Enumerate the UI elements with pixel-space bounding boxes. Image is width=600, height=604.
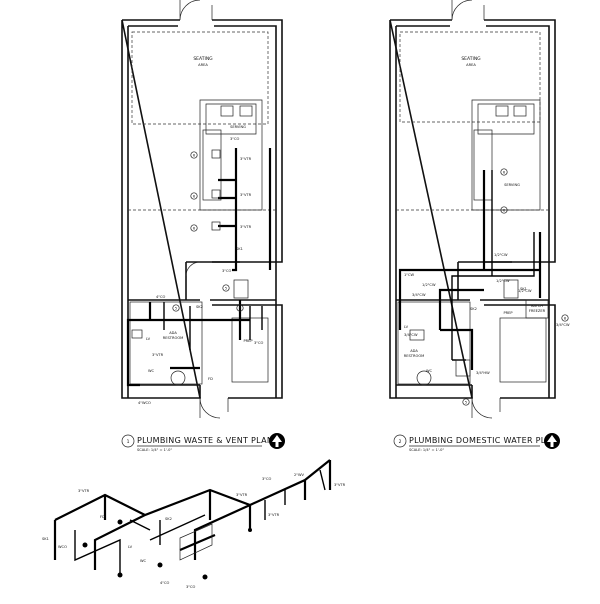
svg-text:1"CW: 1"CW [404,273,414,277]
plan2-room-seating: SEATING [461,56,481,62]
plan1-north-arrow-icon [269,433,285,449]
plan2-wc-fixture [416,370,432,386]
svg-text:WC: WC [148,369,155,373]
svg-text:3/4"CW: 3/4"CW [412,293,426,297]
svg-text:RESTROOM: RESTROOM [163,336,184,340]
plan2-north-arrow-icon [544,433,560,449]
svg-text:WC: WC [140,559,147,563]
svg-text:8: 8 [564,317,567,321]
svg-text:SK2: SK2 [165,517,172,521]
svg-text:5: 5 [175,307,177,311]
svg-text:RESTROOM: RESTROOM [404,354,425,358]
svg-text:3"VTR: 3"VTR [334,483,346,487]
svg-text:SK2: SK2 [470,307,477,311]
svg-text:6: 6 [503,209,506,213]
plan-1-waste-vent: SEATING AREA SERVING ADA RESTROOM PREP [121,0,285,452]
plan2-room-restroom: ADA [410,349,418,353]
plan1-lv-fixture [131,329,143,339]
iso-main-waste-line [53,459,332,570]
svg-text:SK1: SK1 [520,287,527,291]
svg-text:AREA: AREA [198,63,208,67]
svg-text:1/2"CW: 1/2"CW [422,283,436,287]
plan2-scale: SCALE: 1/4" = 1'-0" [409,448,444,452]
plan1-room-seating: SEATING [193,56,213,62]
svg-text:3"VTR: 3"VTR [268,513,280,517]
plan2-callout-circle-icon: 6 6 8 5 [462,168,569,406]
plan2-title: PLUMBING DOMESTIC WATER PLAN [409,436,558,445]
svg-text:3/4"CW: 3/4"CW [556,323,570,327]
svg-text:WCO: WCO [58,545,67,549]
svg-text:LV: LV [146,337,151,341]
svg-text:FD: FD [208,377,213,381]
svg-text:2: 2 [399,439,402,445]
svg-text:WC: WC [426,369,433,373]
svg-text:3"VTR: 3"VTR [78,489,90,493]
plan1-title: PLUMBING WASTE & VENT PLAN [137,436,273,445]
plan2-cold-water-pipe [398,170,542,370]
svg-text:SK1: SK1 [42,537,49,541]
plan1-door-swing-icon [179,0,201,21]
plan2-outer-wall [389,19,556,399]
svg-text:3"CO: 3"CO [230,137,239,141]
svg-text:4"CO: 4"CO [160,581,169,585]
plan1-room-restroom: ADA [169,331,177,335]
svg-text:SK1: SK1 [236,247,243,251]
plan2-hot-water-pipe [451,170,535,361]
svg-text:BATCH: BATCH [531,304,543,308]
svg-text:AREA: AREA [466,63,476,67]
svg-text:3/4"CW: 3/4"CW [404,333,418,337]
svg-text:5: 5 [239,307,241,311]
svg-text:LV: LV [128,545,133,549]
plan1-title-number-circle [121,434,135,448]
plan2-sk1-fixture [503,279,519,299]
svg-text:3"CO: 3"CO [262,477,271,481]
plan1-room-serving: SERVING [230,125,246,129]
svg-text:6: 6 [193,154,196,158]
svg-text:3"VTR: 3"VTR [152,353,164,357]
svg-text:3"VTR: 3"VTR [240,157,252,161]
svg-text:3"CO: 3"CO [254,341,263,345]
svg-text:5: 5 [465,401,467,405]
iso-sk2-fixture [179,523,213,561]
svg-text:6: 6 [193,195,196,199]
svg-text:1/2"CW: 1/2"CW [496,279,510,283]
plan1-scale: SCALE: 1/4" = 1'-0" [137,448,172,452]
svg-text:3"CO: 3"CO [186,585,195,589]
svg-text:3"CO: 3"CO [222,269,231,273]
plan1-waste-pipe [126,148,272,387]
svg-text:1/2"CW: 1/2"CW [518,289,532,293]
svg-text:LV: LV [404,325,409,329]
svg-text:3"VTR: 3"VTR [240,225,252,229]
plan1-callout-circle-icon: 6 6 6 5 5 5 [172,151,244,312]
plan2-room-serving: SERVING [504,183,520,187]
plan1-wc-fixture [170,370,186,386]
svg-text:3"VTR: 3"VTR [236,493,248,497]
svg-text:3"VTR: 3"VTR [240,193,252,197]
svg-text:6: 6 [503,171,506,175]
svg-text:1: 1 [127,439,130,445]
svg-text:3/4"HW: 3/4"HW [476,371,490,375]
plan2-lv-fixture [409,329,425,341]
svg-text:6: 6 [193,227,196,231]
plan1-sk1-fixture [233,279,249,299]
plan1-outer-wall [121,19,283,399]
svg-text:5: 5 [225,287,227,291]
svg-text:SK2: SK2 [196,305,203,309]
plan2-title-number-circle [393,434,407,448]
isometric-riser-diagram: SK1 WCO 3"VTR FD LV WC SK2 4"CO 3"CO 3"V… [42,459,346,589]
plan-2-domestic-water: SEATING AREA SERVING ADA RESTROOM PREP B… [389,0,570,452]
svg-text:4"CO: 4"CO [156,295,165,299]
svg-text:FD: FD [100,515,105,519]
plan2-batch-freezer [525,299,549,319]
svg-text:2"WV: 2"WV [294,473,304,477]
svg-text:4"WCO: 4"WCO [138,401,151,405]
plan1-room-prep: PREP [243,339,253,343]
svg-text:1/2"CW: 1/2"CW [494,253,508,257]
plan2-door-swing-icon [451,0,485,21]
svg-text:FREEZER: FREEZER [529,309,546,313]
plan2-water-heater [455,359,471,377]
plan2-room-prep: PREP [503,311,513,315]
